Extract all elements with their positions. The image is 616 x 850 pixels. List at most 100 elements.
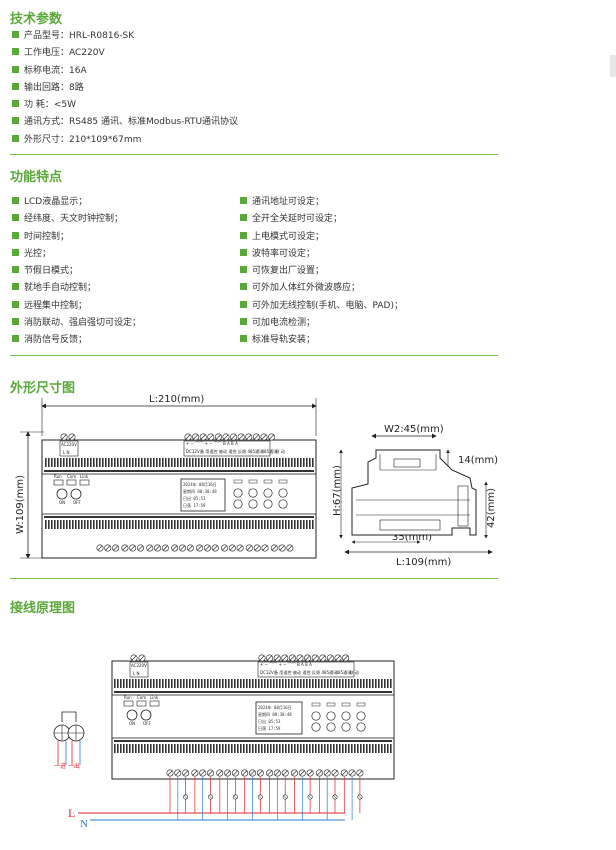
key-led [356,702,366,707]
screw-slot [297,655,303,661]
screw-slot [197,545,203,551]
on-button[interactable] [56,488,68,500]
signal-label: 485通讯 [322,669,338,675]
screw-slot [185,434,191,440]
off-button[interactable] [70,488,82,500]
spec-label: 工作电压： [24,48,70,59]
lamp-cross [233,795,238,799]
screw-slot [257,770,263,776]
power-label: AC220V [61,442,77,447]
relay-key-button[interactable] [263,488,273,498]
spec-value: 210*109*67mm [69,134,142,145]
relay-key-button[interactable] [341,711,351,721]
screw-slot [217,770,223,776]
lcd-line: 日出 05:53 [183,495,206,501]
signal-label: 被动 [293,669,301,675]
screw-slot [200,434,206,440]
bullet-icon [12,82,19,90]
feature-item: LCD液晶显示； [12,194,141,211]
relay-key-button[interactable] [341,722,351,732]
divider [10,578,498,579]
led-indicator [79,479,90,486]
feature-text: LCD液晶显示； [24,197,88,207]
screw-slot [324,770,330,776]
screw-slot [316,770,322,776]
section-title-tech-params: 技术参数 [10,12,63,27]
bullet-icon [240,335,247,343]
screw-slot [139,655,145,661]
screw-slot [279,545,285,551]
relay-key-button[interactable] [356,722,366,732]
screw-slot [341,770,347,776]
relay-key-button[interactable] [248,488,258,498]
led-label: Com [137,695,146,700]
screw-slot [292,770,297,776]
screw-slot [253,434,259,440]
relay-key-button[interactable] [326,711,336,721]
spec-item: 输出回路：8路 [12,80,238,97]
relay-key-button[interactable] [311,711,321,721]
signal-signs: + − ⌒⌒ + − ⌒⌒ B A B A [260,661,312,667]
feature-item: 节假日模式； [12,263,141,280]
feature-text: 上电模式可设定； [252,231,325,242]
relay-key-button[interactable] [356,711,366,721]
screw-slot [332,770,338,776]
relay-key-button[interactable] [326,722,336,732]
screw-slot [187,545,193,551]
lcd-line: 星期四 08:30:48 [183,488,217,494]
relay-key-button[interactable] [233,499,243,509]
relay-key-button[interactable] [248,499,258,509]
bullet-icon [240,283,247,291]
bullet-icon [12,48,19,56]
led-label: Link [150,695,159,700]
spec-value: RS485 通讯、标准Modbus-RTU通讯协议 [69,117,239,128]
screw-slot [193,434,199,440]
lcd-line: 星期四 08:30:48 [258,711,292,717]
signal-label: 备 用 [274,669,283,675]
feature-item: 可恢复出厂设置； [240,263,403,280]
wire-power-terms: L N [133,671,140,676]
divider [10,355,498,356]
spec-label: 外形尺寸： [24,134,70,145]
relay-key-button[interactable] [233,488,243,498]
feature-text: 经纬度、天文时钟控制； [24,214,124,225]
spec-value: HRL-R0816-SK [69,31,135,41]
screw-slot [246,545,252,551]
spec-label: 标称电流： [24,65,70,76]
button-label: OFF [143,721,151,726]
led-indicator [123,700,134,707]
screw-slot [242,770,248,776]
screw-slot [130,545,136,551]
on-button[interactable] [126,709,138,721]
bullet-icon [12,100,19,108]
signal-label: 遥控 [210,448,218,454]
feature-text: 可外加人体红外微波感应； [252,283,361,294]
section-title-wiring: 接线原理图 [10,601,76,616]
off-button[interactable] [140,709,152,721]
dim-l109: L:109(mm) [396,557,451,568]
signal-label: 485通讯 [336,669,352,675]
bullet-icon [12,197,19,204]
feature-text: 光控； [24,248,52,259]
screw-slot [320,655,326,661]
l-label: L [68,806,75,820]
feature-item: 经纬度、天文时钟控制； [12,211,141,228]
feature-text: 波特率可设定； [252,248,316,259]
led-label: Run [54,474,62,479]
screw-slot [167,770,173,776]
screw-slot [192,770,198,776]
led-label: Run [124,695,132,700]
bullet-icon [12,134,19,142]
relay-key-button[interactable] [278,499,288,509]
screw-slot [271,545,277,551]
spec-item: 外形尺寸：210*109*67mm [12,132,238,149]
relay-key-button[interactable] [311,722,321,732]
lamp-cross [283,795,287,799]
key-led [248,479,258,484]
relay-key-button[interactable] [263,499,273,509]
screw-slot [97,545,103,551]
in-out-label: 一进 一出 [54,762,80,770]
lcd-line: 2024年 08月16日 [258,704,292,710]
feature-item: 远程集中控制； [12,298,141,315]
relay-key-button[interactable] [278,488,288,498]
